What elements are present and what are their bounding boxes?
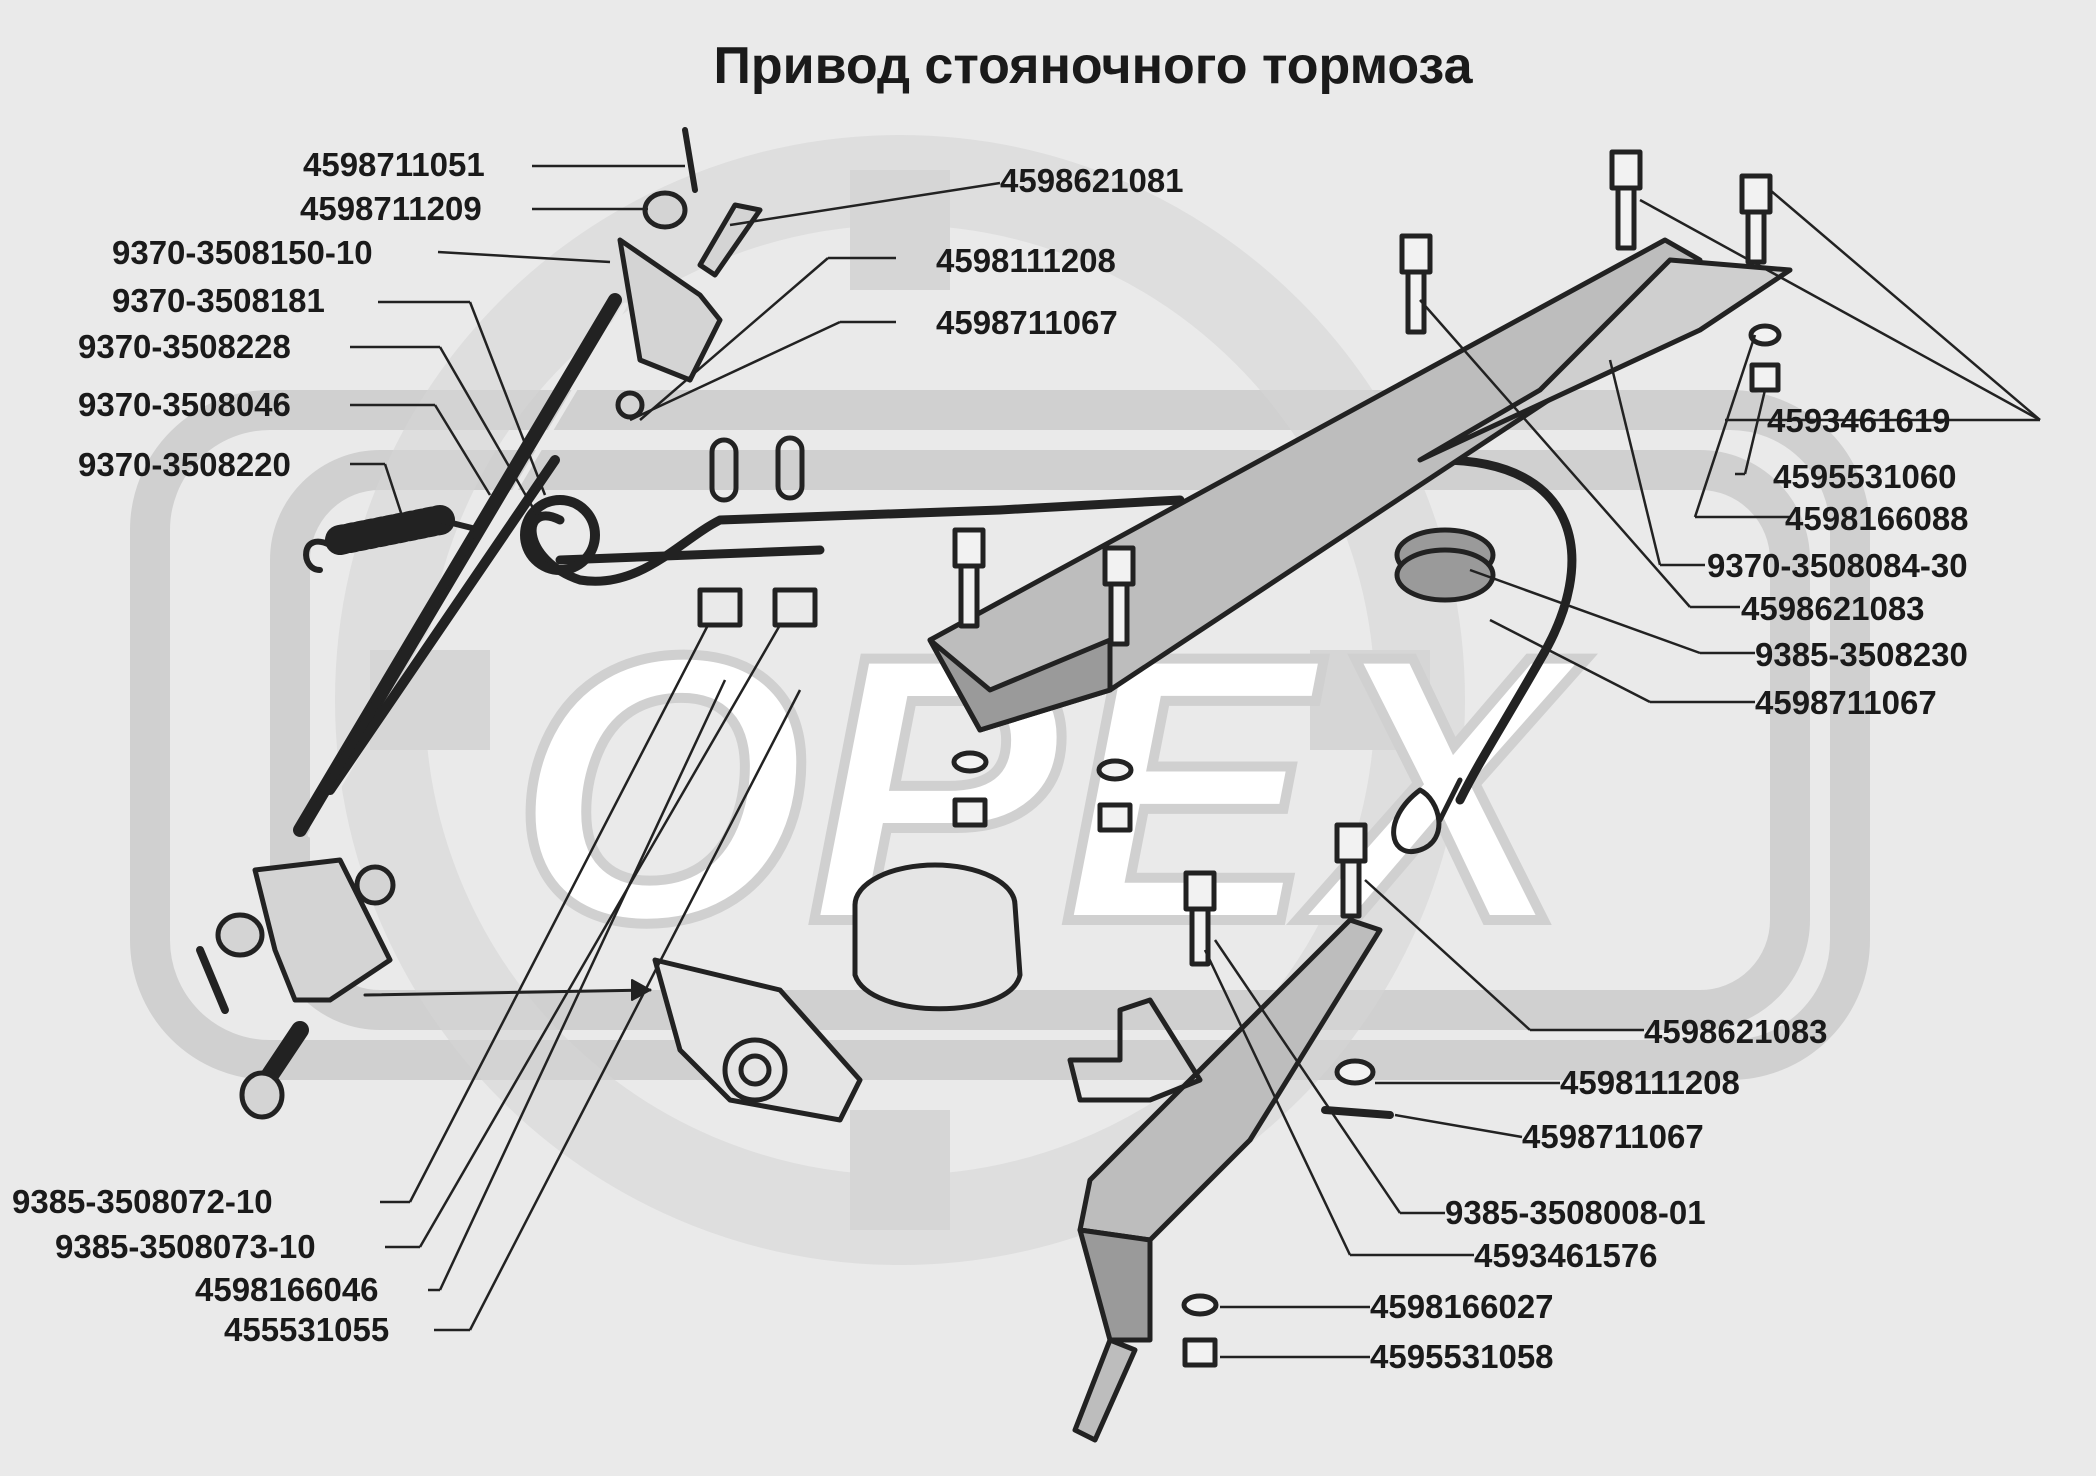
part-label: 9370-3508228 [78, 328, 291, 365]
bracket-bolts [1181, 822, 1394, 1368]
lower-bracket [1067, 917, 1383, 1443]
part-label: 9370-3508046 [78, 386, 291, 423]
rail-bolts [952, 149, 1773, 647]
part-label: 4598711067 [936, 304, 1118, 341]
part-label: 4598111208 [1560, 1064, 1740, 1101]
pulley [1394, 527, 1496, 603]
part-label: 9370-3508181 [112, 282, 325, 319]
part-label: 9385-3508230 [1755, 636, 1968, 673]
lever-to-chamber-arrow [363, 988, 652, 997]
diagram-title: Привод стояночного тормоза [713, 37, 1473, 95]
brake-lever [293, 293, 628, 838]
part-label: 4593461576 [1474, 1237, 1658, 1274]
part-label: 9370-3508150-10 [112, 234, 373, 271]
part-label: 4598166088 [1785, 500, 1969, 537]
part-label: 9370-3508084-30 [1707, 547, 1968, 584]
part-label: 4593461619 [1767, 402, 1951, 439]
part-label: 4595531058 [1370, 1338, 1554, 1375]
brake-chamber [652, 862, 1023, 1123]
cable-hook [1391, 777, 1463, 854]
part-label: 9370-3508220 [78, 446, 291, 483]
part-label: 4598621083 [1644, 1013, 1828, 1050]
part-label: 4598111208 [936, 242, 1116, 279]
part-label: 4598166027 [1370, 1288, 1554, 1325]
part-label: 4598621083 [1741, 590, 1925, 627]
rail-nuts [951, 323, 1782, 833]
part-label: 4598711067 [1522, 1118, 1704, 1155]
cable-clips [697, 435, 818, 628]
part-label: 9385-3508008-01 [1445, 1194, 1706, 1231]
lower-lever-arm [196, 857, 396, 1120]
part-label: 4598711051 [303, 146, 485, 183]
part-label: 4598711067 [1755, 684, 1937, 721]
part-label: 455531055 [224, 1311, 390, 1348]
part-label: 9385-3508073-10 [55, 1228, 316, 1265]
brake-cable [520, 455, 1577, 805]
leader-lines [350, 164, 2041, 1359]
part-label: 4598621081 [1000, 162, 1184, 199]
part-label: 4598711209 [300, 190, 482, 227]
upper-small-parts [615, 127, 763, 420]
tension-spring [303, 505, 483, 573]
watermark-frame [130, 390, 1870, 1080]
part-label: 9385-3508072-10 [12, 1183, 273, 1220]
part-label: 4598166046 [195, 1271, 379, 1308]
part-label: 4595531060 [1773, 458, 1957, 495]
